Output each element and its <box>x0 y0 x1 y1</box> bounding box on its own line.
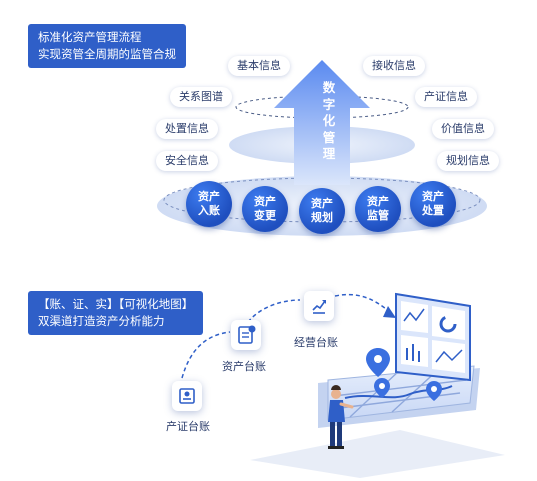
certificate-icon <box>172 381 202 411</box>
map-pin-2 <box>374 378 390 398</box>
pill-disposal-info: 处置信息 <box>156 119 218 139</box>
stage-label: 资产 <box>198 190 220 203</box>
stage-label: 入账 <box>198 204 220 217</box>
pill-receive-info: 接收信息 <box>363 56 425 76</box>
pill-basic-info: 基本信息 <box>228 56 290 76</box>
asset-ledger-label: 资产台账 <box>222 360 266 373</box>
bottom-banner-line1: 【账、证、实】【可视化地图】 <box>38 297 194 311</box>
stage-label: 资产 <box>254 195 276 208</box>
monitor-cell-1 <box>401 301 428 333</box>
arrow-char: 管 <box>322 129 336 145</box>
stage-label: 变更 <box>254 209 276 222</box>
top-banner-line1: 标准化资产管理流程 <box>38 30 142 44</box>
top-banner: 标准化资产管理流程 实现资管全周期的监管合规 <box>28 24 186 68</box>
stage-asset-planning: 资产规划 <box>299 188 345 234</box>
arrow-char: 理 <box>322 146 336 161</box>
monitor-cell-2 <box>432 306 465 340</box>
arrow-char: 数 <box>322 80 336 95</box>
stage-label: 监管 <box>367 209 389 222</box>
monitor-cell-3 <box>401 335 428 367</box>
pill-security-info: 安全信息 <box>156 151 218 171</box>
yuan-document-icon <box>231 320 261 350</box>
stage-asset-change: 资产变更 <box>242 186 288 232</box>
donut-chart <box>439 315 457 333</box>
arrow-char: 化 <box>322 113 336 128</box>
pill-certificate-info: 产证信息 <box>415 87 477 107</box>
stage-asset-disposal: 资产处置 <box>410 181 456 227</box>
top-banner-line2: 实现资管全周期的监管合规 <box>38 47 176 61</box>
outer-orbit-ring <box>235 95 409 119</box>
pill-relation-graph: 关系图谱 <box>170 87 232 107</box>
certificate-ledger-label: 产证台账 <box>166 420 210 433</box>
map-pin-3 <box>426 381 442 401</box>
bottom-banner: 【账、证、实】【可视化地图】 双渠道打造资产分析能力 <box>28 291 204 335</box>
arrow-char: 字 <box>322 96 336 112</box>
pill-value-info: 价值信息 <box>432 119 494 139</box>
pill-planning-info: 规划信息 <box>437 151 499 171</box>
stage-asset-supervision: 资产监管 <box>355 186 401 232</box>
ledger-connector <box>181 293 393 379</box>
bottom-banner-line2: 双渠道打造资产分析能力 <box>38 314 165 328</box>
connector-arrowhead <box>383 306 396 318</box>
big-arrow <box>274 60 370 185</box>
base-shadow <box>250 430 505 478</box>
stage-label: 资产 <box>311 197 333 210</box>
map-roads <box>333 367 467 418</box>
stage-label: 处置 <box>422 204 444 217</box>
stage-label: 规划 <box>311 211 333 224</box>
stage-label: 资产 <box>422 190 444 203</box>
stage-label: 资产 <box>367 195 389 208</box>
person-figure <box>328 385 354 449</box>
stage-asset-entry: 资产入账 <box>186 181 232 227</box>
digital-management-label: 数 字 化 管 理 <box>318 80 340 163</box>
map-pin-1 <box>366 348 390 377</box>
chart-icon <box>304 291 334 321</box>
operation-ledger-label: 经营台账 <box>294 336 338 349</box>
